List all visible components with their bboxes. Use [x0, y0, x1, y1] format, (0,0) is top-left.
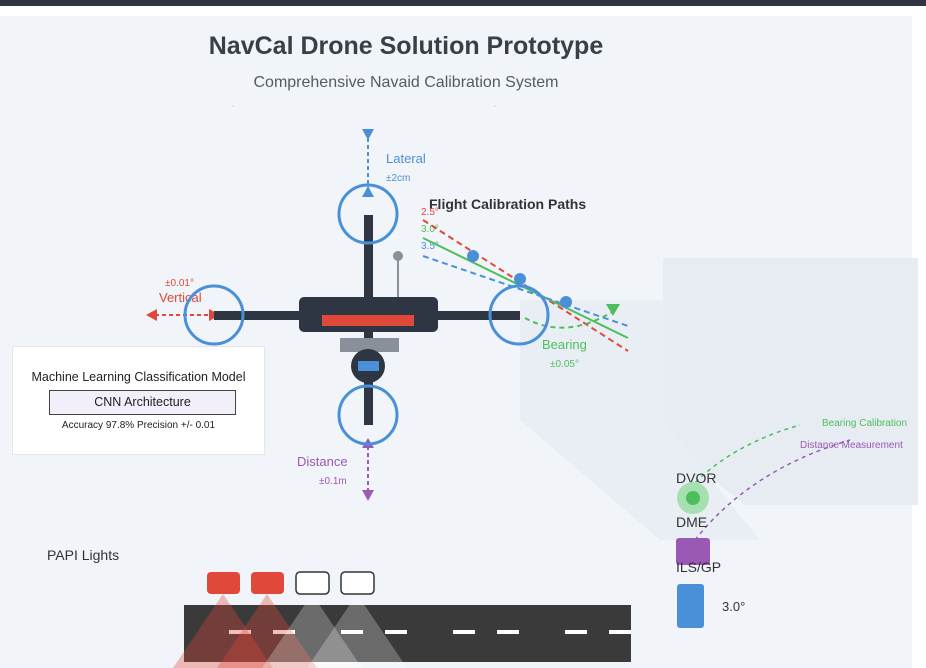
- drone: [183, 183, 550, 446]
- papi-label: PAPI Lights: [47, 547, 120, 563]
- page-subtitle: Comprehensive Navaid Calibration System: [253, 74, 559, 91]
- bearing-label: Bearing: [542, 337, 587, 352]
- dvor-core: [686, 491, 700, 505]
- ml-metrics: Accuracy 97.8% Precision +/- 0.01: [61, 420, 216, 431]
- bearing-calibration-line: [689, 424, 801, 489]
- dme-icon: [676, 538, 710, 565]
- flight-paths-title: Flight Calibration Paths: [429, 196, 586, 212]
- runway-dash: [453, 630, 475, 634]
- ml-model-title: Machine Learning Classification Model: [31, 370, 246, 384]
- drone-status-strip: [322, 315, 414, 326]
- papi-beam-white: [262, 594, 362, 668]
- path-label-blue: 3.5°: [421, 241, 439, 252]
- path-line-blue: [422, 255, 629, 327]
- distance-measurement-line: [694, 439, 851, 541]
- ml-model-panel: Machine Learning Classification Model CN…: [13, 347, 264, 454]
- antenna-tip: [393, 251, 403, 261]
- camera-lens: [358, 361, 379, 371]
- rotor-right: [488, 284, 550, 346]
- lateral-label: Lateral: [386, 151, 426, 166]
- runway-centerline: [229, 630, 631, 634]
- background-shape: [640, 258, 918, 505]
- bearing-arc: [524, 311, 613, 329]
- ml-architecture-box: CNN Architecture: [49, 390, 236, 415]
- lateral-arrow-head: [362, 129, 374, 140]
- vertical-label: Vertical: [159, 290, 202, 305]
- papi-light-2: [251, 572, 284, 594]
- rotor-left: [183, 284, 245, 346]
- path-waypoint: [514, 273, 526, 285]
- runway-dash: [273, 630, 295, 634]
- runway-dash: [497, 630, 519, 634]
- top-bar: [0, 0, 926, 6]
- runway-dash: [229, 630, 251, 634]
- background-shape-2: [520, 300, 760, 540]
- dvor-label: DVOR: [676, 470, 716, 486]
- dme-label: DME: [676, 514, 707, 530]
- papi-light-3: [295, 571, 330, 595]
- glide-angle-value: 3.0°: [722, 599, 745, 614]
- lateral-tolerance: ±2cm: [386, 173, 410, 184]
- path-label-red: 2.5°: [421, 207, 439, 218]
- runway-dash: [385, 630, 407, 634]
- distance-measurement-label: Distance Measurement: [800, 440, 903, 451]
- ils-gp-icon: [677, 584, 704, 628]
- runway-dash: [565, 630, 587, 634]
- distance-tolerance: ±0.1m: [319, 476, 347, 487]
- drone-body: [299, 297, 438, 332]
- rotor-bottom: [337, 384, 399, 446]
- rotor-top: [337, 183, 399, 245]
- ils-gp-label: ILS/GP: [676, 559, 721, 575]
- page-title: NavCal Drone Solution Prototype: [208, 32, 604, 60]
- lateral-arrow-head-2: [362, 186, 374, 197]
- bearing-calibration-label: Bearing Calibration: [822, 418, 907, 429]
- path-label-green: 3.0°: [421, 224, 439, 235]
- runway: [184, 605, 631, 662]
- bearing-tolerance: ±0.05°: [550, 359, 579, 370]
- papi-light-4: [340, 571, 375, 595]
- papi-beam-red: [173, 594, 273, 668]
- runway-dash: [341, 630, 363, 634]
- path-waypoint: [467, 250, 479, 262]
- distance-arrow-head-2: [362, 490, 374, 501]
- papi-light-1: [207, 572, 240, 594]
- vertical-arrow-head: [146, 309, 157, 321]
- path-waypoint: [560, 296, 572, 308]
- papi-beam-red-2: [217, 594, 317, 668]
- distance-label: Distance: [297, 454, 348, 469]
- runway-dash: [609, 630, 631, 634]
- bearing-marker: [606, 304, 620, 316]
- papi-beam-white-2: [307, 594, 407, 668]
- vertical-tolerance: ±0.01°: [165, 278, 194, 289]
- drone-gimbal: [340, 338, 399, 352]
